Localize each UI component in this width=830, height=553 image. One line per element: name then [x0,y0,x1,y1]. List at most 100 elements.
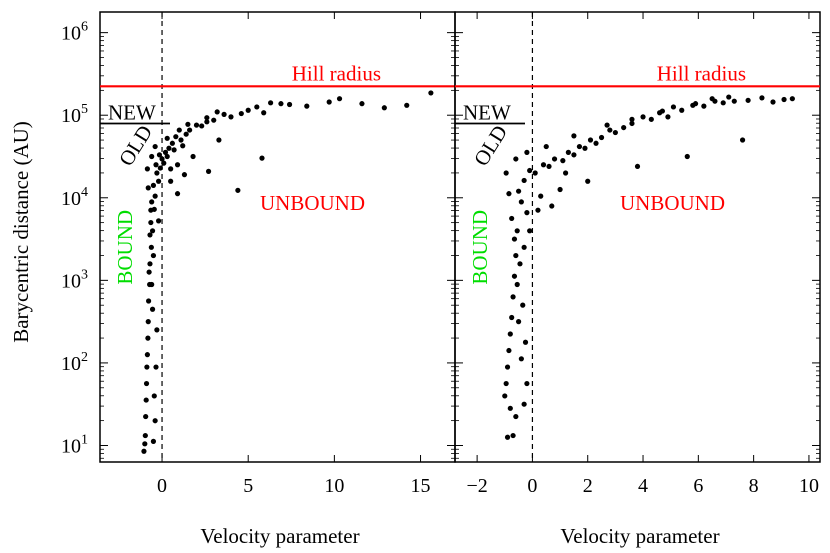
data-point [214,109,220,115]
data-point [221,111,227,117]
data-point [238,110,244,117]
data-point [145,185,151,191]
data-point [259,155,265,161]
data-point [149,306,156,312]
data-point [517,261,523,267]
data-point [546,163,552,170]
data-point [503,170,509,176]
data-point [204,119,210,125]
data-point [563,170,569,176]
data-point [268,100,274,106]
data-point [254,104,260,110]
x-tick-label: 0 [527,475,537,497]
data-point [336,96,343,102]
new-label: NEW [108,100,156,124]
data-point [171,147,177,153]
data-point [164,153,170,160]
data-point [381,105,387,111]
data-point [665,114,671,120]
data-point [154,327,160,333]
data-point [147,232,153,238]
data-point [524,210,530,216]
x-tick-label: 0 [157,475,167,497]
data-point [593,140,599,146]
data-point [503,380,509,387]
x-axis-title-right: Velocity parameter [560,524,719,548]
data-point [152,193,158,199]
data-point [148,244,154,250]
data-point [518,199,524,205]
hill-radius-label: Hill radius [657,61,746,85]
data-point [157,165,163,171]
data-point [520,302,526,308]
data-point [144,364,150,370]
data-point [176,127,182,133]
data-point [527,228,533,234]
data-point [543,143,549,150]
data-point [513,413,519,420]
data-point [514,281,520,288]
data-point [515,188,522,194]
data-point [504,364,511,370]
x-tick-label: 2 [583,475,593,497]
data-point [507,331,513,337]
data-point [143,380,150,387]
data-point [587,137,594,143]
data-point [506,191,512,197]
data-point [199,123,205,129]
data-point [152,418,158,424]
x-tick-label: 8 [749,475,759,497]
data-point [565,149,571,155]
data-point [648,116,654,122]
data-point [540,162,547,168]
data-point [359,101,365,107]
data-point [684,153,690,160]
data-point [404,102,410,108]
data-point [154,170,160,176]
data-point [153,364,159,370]
y-tick-label: 106 [61,20,88,45]
data-point [149,281,155,288]
x-tick-label: 5 [243,475,253,497]
data-point [204,115,210,121]
data-point [507,405,513,411]
data-point [557,186,563,193]
data-point [712,98,718,104]
data-point [726,94,732,100]
data-point [510,432,516,439]
data-point [235,187,241,193]
y-axis-title: Barycentric distance (AU) [9,121,33,343]
data-point [509,215,515,222]
data-point [149,199,155,205]
data-point [659,108,665,114]
data-point [524,380,530,387]
bound-label: BOUND [468,210,492,285]
data-point [527,167,533,174]
data-point [211,117,217,123]
y-tick-label: 103 [61,267,88,292]
data-point [582,145,588,151]
data-point [183,131,189,137]
unbound-label: UNBOUND [260,191,365,215]
data-point [576,143,583,150]
data-point [304,103,310,109]
data-point [759,95,765,101]
data-point [143,397,149,403]
data-point [428,90,434,96]
data-point [701,103,707,109]
data-point [634,163,641,170]
data-point [513,252,519,259]
data-point [560,158,566,164]
data-point [228,114,234,120]
x-tick-label: 10 [324,475,344,497]
data-point [510,294,516,300]
data-point [720,100,726,106]
data-point [524,149,530,155]
data-point [155,178,162,184]
data-point [506,347,512,354]
data-point [147,261,153,267]
data-point [731,98,737,104]
data-point [150,252,157,259]
